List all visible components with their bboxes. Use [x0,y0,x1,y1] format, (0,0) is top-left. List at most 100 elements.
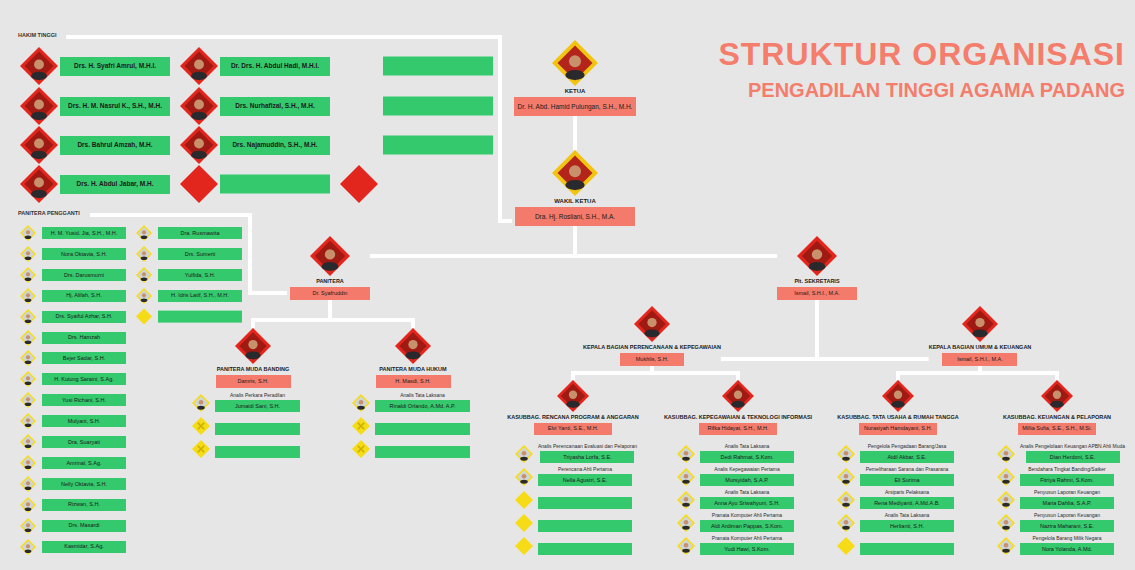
diamond-frame [515,445,533,463]
photo-diamond [20,539,36,555]
photo-diamond [136,288,152,304]
person-body [25,528,32,532]
person-body [31,112,47,120]
person-name: Millia Sufia, S.E., S.H., M.Si. [1022,425,1091,432]
empty-box [383,136,493,155]
person-body [25,361,32,365]
diamond-frame [997,537,1015,555]
person-head [894,391,902,399]
diamond-frame [722,380,754,412]
position-title: KEPALA BAGIAN PERENCANAAN & KEPEGAWAIAN [583,344,721,351]
name-box: Bejer Sadar, S.H. [42,352,126,364]
position-title: WAKIL KETUA [554,198,596,205]
diamond-frame [20,350,36,366]
org-node: Mulyani, S.H. [20,413,126,429]
org-node: Analis Perkara PeradilanJumaidi Sani, S.… [192,392,300,412]
person-name: Triyasha Lorfa, S.E. [563,454,611,461]
person-head [844,497,849,502]
connector-line [575,226,777,256]
staff-column: Analis Pengelolaan Keuangan APBN Ahli Mu… [1020,443,1125,463]
person-name: Dra. Hj. Rosliani, S.H., M.A. [535,213,615,221]
photo-diamond [997,514,1015,532]
name-box: Nurasiyah Hamdayani, S.H. [859,423,937,435]
person-body [197,406,205,410]
diamond-frame [20,165,58,203]
org-node: Dra. Rusmawita [136,225,242,241]
connector [652,366,738,380]
staff-column: Analis Tata LaksanaAnna Ayu Sriwahyuni, … [700,489,794,509]
name-box: Aidil Akbar, S.E. [860,451,954,463]
name-box: Maria Dahlia, S.A.P. [1020,497,1114,509]
person-body [25,256,32,260]
name-box: Drs. Nurhafizal, S.H., M.H. [220,97,330,116]
person-head [734,391,742,399]
name-box: Fitriya Rahmi, S.Kom. [1020,474,1114,486]
name-box: Kasmidar, S.Ag. [42,541,126,553]
person-body [25,382,32,386]
photo-ground [22,499,34,511]
photo-ground [22,227,34,239]
job-title: Pengelola Barang Milik Negara [1033,535,1102,542]
diamond-frame [837,491,855,509]
name-box: Drs. Darusmurni [42,269,126,281]
photo-diamond [395,328,431,364]
diamond-frame [180,87,218,125]
person-name: Dr. H. Abd. Hamid Pulungan, S.H., M.H. [518,103,633,111]
person-head [684,451,689,456]
diamond-frame [340,165,378,203]
org-node: Kasmidar, S.Ag. [20,539,126,555]
staff-column: Analis Tata LaksanaHerlianti, S.H. [860,512,954,532]
photo-diamond [797,236,837,276]
diamond-frame [997,445,1015,463]
diamond-frame [395,328,431,364]
person-head [26,293,30,297]
diamond-frame [136,267,152,283]
name-box: Dra. Hj. Rosliani, S.H., M.A. [515,207,635,226]
photo-diamond [20,497,36,513]
name-box: Rifka Hidayat, S.H., M.H. [699,423,777,435]
person-name: Mursyidah, S.A.P. [725,477,768,484]
person-body [31,190,47,198]
photo-ground [22,352,34,364]
org-node: Perencana Ahli PertamaNella Agustri, S.E… [515,466,632,486]
name-box: Rinaldi Orlando, A.Md. A.P. [375,400,470,412]
diamond-frame [235,328,271,364]
name-box: Ismail, S.H.I., M.A. [942,353,1017,366]
photo-ground [399,332,426,359]
diamond-frame [552,150,598,196]
photo-diamond [20,392,36,408]
name-box: Drs. Najamuddin, S.H., M.H. [220,136,330,155]
photo-diamond [180,126,218,164]
org-node: KASUBBAG. KEUANGAN & PELAPORANMillia Suf… [1003,380,1111,435]
photo-ground [185,131,214,160]
person-head [325,249,335,259]
person-name: Rinaldi Orlando, A.Md. A.P. [390,403,456,410]
name-box: H. Masdi, S.H. [376,375,451,388]
name-box: Dedi Rahmat, S.Kom. [700,451,794,463]
staff-column: Arsiparis PelaksanaRena Mediyanti, A.Md.… [860,489,954,509]
empty-box [383,97,493,116]
person-body [31,151,47,159]
person-body [842,526,850,530]
name-box: Mursyidah, S.A.P. [700,474,794,486]
photo-ground [22,436,34,448]
connector-line [573,366,652,380]
org-node: Dra. Suaryati [20,434,126,450]
person-head [522,451,527,456]
photo-diamond [677,491,695,509]
photo-diamond [180,87,218,125]
photo-diamond [677,468,695,486]
photo-diamond [997,468,1015,486]
name-box: Aldi Ardiman Pappas, S.Kom. [700,520,794,532]
person-body [842,480,850,484]
org-node: Drs. Bahrul Amzah, M.H. [20,126,170,164]
diamond-frame [352,417,370,435]
photo-ground [22,394,34,406]
photo-diamond [20,47,58,85]
photo-diamond [1041,380,1073,412]
person-head [26,481,30,485]
photo-ground [839,447,853,461]
org-node: Yulfida, S.H. [136,267,242,283]
person-head [142,251,146,255]
person-name: Dedi Rahmat, S.Kom. [720,454,773,461]
